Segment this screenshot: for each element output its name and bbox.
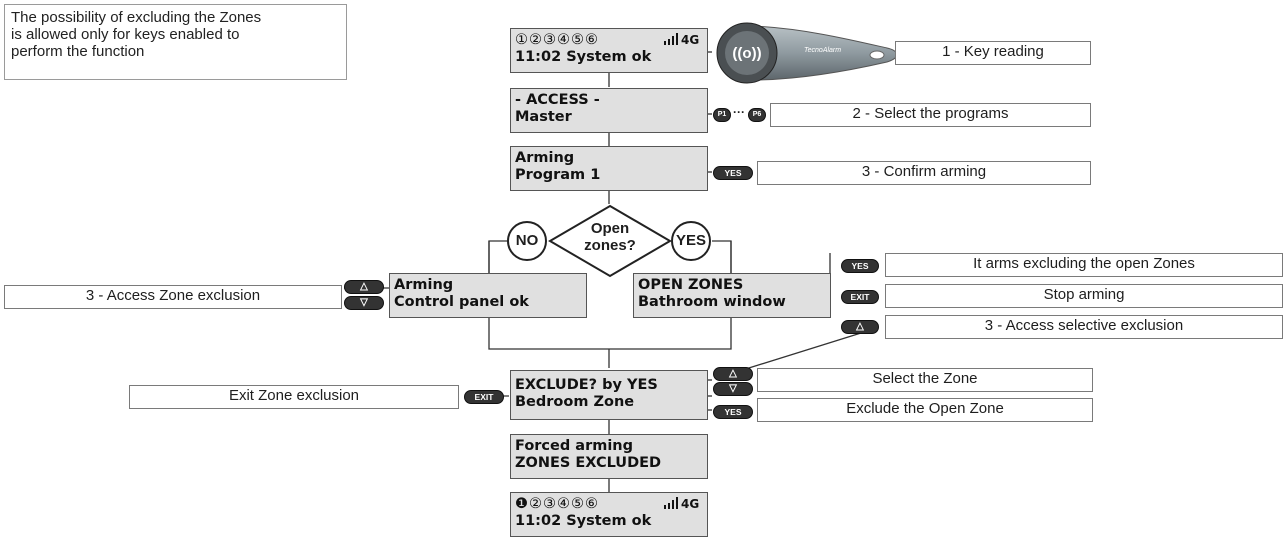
note-line-2: is allowed only for keys enabled to [11, 26, 240, 43]
lcd-line-1: Forced arming [515, 438, 634, 454]
program-indicators: ①②③④⑤⑥ [515, 32, 599, 48]
key-exit-stop[interactable]: EXIT [841, 290, 879, 304]
lcd-line-1: Arming [515, 150, 575, 166]
lcd-line-2: ZONES EXCLUDED [515, 455, 662, 471]
lcd-line-1: - ACCESS - [515, 92, 600, 108]
key-down[interactable]: ▽ [344, 296, 384, 310]
signal-bars-icon [664, 33, 678, 45]
key-p6[interactable]: P6 [748, 108, 766, 122]
key-up-zone[interactable]: △ [713, 367, 753, 381]
step-exit-zone-exclusion: Exit Zone exclusion [129, 385, 459, 409]
lcd-access: - ACCESS - Master [510, 88, 708, 133]
note-box: The possibility of excluding the Zones i… [4, 4, 347, 80]
lcd-line-2: Control panel ok [394, 294, 529, 310]
key-exit-zone-exclusion[interactable]: EXIT [464, 390, 504, 404]
lcd-arming-program: Arming Program 1 [510, 146, 708, 191]
decision-diamond [548, 204, 672, 278]
step-confirm-arming: 3 - Confirm arming [757, 161, 1091, 185]
up-arrow-icon: △ [856, 321, 864, 332]
program-range-ellipsis: ··· [733, 105, 745, 119]
decision-yes: YES [671, 221, 711, 261]
key-p1[interactable]: P1 [713, 108, 731, 122]
key-tag-icon: ((o)) TecnoAlarm [716, 22, 898, 84]
note-line-3: perform the function [11, 43, 145, 60]
step-key-reading: 1 - Key reading [895, 41, 1091, 65]
step-select-programs: 2 - Select the programs [770, 103, 1091, 127]
lcd-arming-ok: Arming Control panel ok [389, 273, 587, 318]
key-up-selective[interactable]: △ [841, 320, 879, 334]
signal-bars-icon [664, 497, 678, 509]
lcd-status-top: ①②③④⑤⑥ 4G 11:02 System ok [510, 28, 708, 73]
lcd-line-1: Arming [394, 277, 454, 293]
lcd-line-2: Program 1 [515, 167, 601, 183]
lcd-exclude: EXCLUDE? by YES Bedroom Zone [510, 370, 708, 420]
lcd-line-1: OPEN ZONES [638, 277, 744, 293]
step-arms-excluding: It arms excluding the open Zones [885, 253, 1283, 277]
decision-no: NO [507, 221, 547, 261]
lcd-line-2: Bedroom Zone [515, 394, 635, 410]
key-down-zone[interactable]: ▽ [713, 382, 753, 396]
lcd-forced-arming: Forced arming ZONES EXCLUDED [510, 434, 708, 479]
step-exclude-open-zone: Exclude the Open Zone [757, 398, 1093, 422]
down-arrow-icon: ▽ [729, 383, 737, 394]
note-line-1: The possibility of excluding the Zones [11, 9, 262, 26]
step-access-zone-exclusion: 3 - Access Zone exclusion [4, 285, 342, 309]
program-indicators: ❶②③④⑤⑥ [515, 496, 599, 512]
down-arrow-icon: ▽ [360, 297, 368, 308]
key-yes-arm-excluding[interactable]: YES [841, 259, 879, 273]
svg-text:((o)): ((o)) [732, 45, 761, 62]
decision-question-line-1: Open [590, 220, 630, 237]
step-stop-arming: Stop arming [885, 284, 1283, 308]
signal-label: 4G [681, 33, 700, 47]
lcd-open-zones: OPEN ZONES Bathroom window [633, 273, 831, 318]
signal-label: 4G [681, 497, 700, 511]
step-select-zone: Select the Zone [757, 368, 1093, 392]
tag-brand: TecnoAlarm [804, 47, 841, 54]
lcd-line-2: Master [515, 109, 572, 125]
up-arrow-icon: △ [360, 281, 368, 292]
lcd-line-2: Bathroom window [638, 294, 786, 310]
signal-indicator: 4G [663, 32, 699, 49]
signal-indicator: 4G [663, 496, 699, 513]
lcd-line-1: EXCLUDE? by YES [515, 377, 658, 393]
step-access-selective: 3 - Access selective exclusion [885, 315, 1283, 339]
up-arrow-icon: △ [729, 368, 737, 379]
lcd-status-bottom: ❶②③④⑤⑥ 4G 11:02 System ok [510, 492, 708, 537]
lcd-line-2: 11:02 System ok [515, 513, 652, 529]
key-up[interactable]: △ [344, 280, 384, 294]
decision-question-line-2: zones? [584, 237, 636, 254]
lcd-line-2: 11:02 System ok [515, 49, 652, 65]
key-yes-exclude[interactable]: YES [713, 405, 753, 419]
key-yes-confirm[interactable]: YES [713, 166, 753, 180]
